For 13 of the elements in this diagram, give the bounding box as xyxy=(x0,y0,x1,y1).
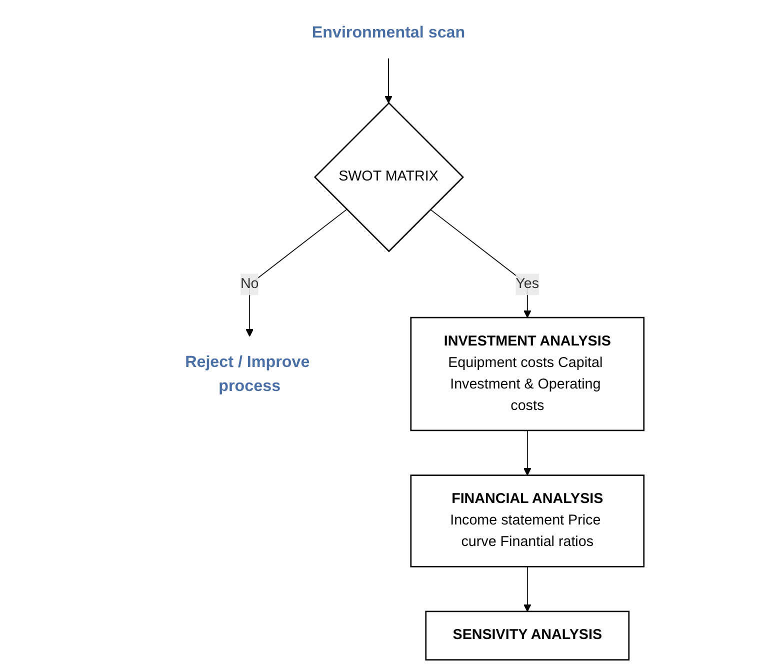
node-box: INVESTMENT ANALYSIS Equipment costs Capital Investment & Operating costs xyxy=(410,316,645,432)
arrow xyxy=(523,430,532,476)
node-box: FINANCIAL ANALYSIS Income statement Price curve Finantial ratios xyxy=(410,474,645,568)
node-diamond: SWOT MATRIX xyxy=(314,102,464,252)
arrow xyxy=(523,566,532,612)
edge-label: No xyxy=(240,276,259,292)
node-text: Reject / Improve process xyxy=(185,352,310,395)
node-box: SENSIVITY ANALYSIS xyxy=(425,610,630,660)
edge-label: Yes xyxy=(516,276,540,292)
arrow xyxy=(246,208,348,337)
node-text: Environmental scan xyxy=(312,23,466,42)
arrow xyxy=(384,58,392,104)
arrow xyxy=(430,208,532,318)
